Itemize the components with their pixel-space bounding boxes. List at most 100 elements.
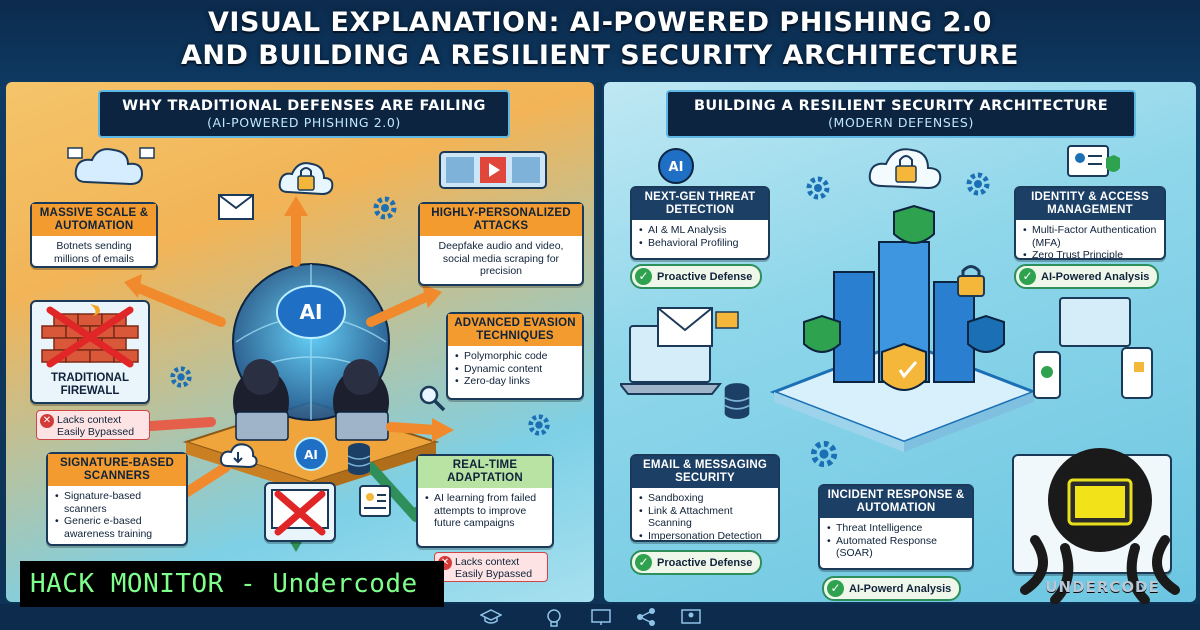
- arrow-right-up-head: [422, 284, 442, 308]
- email-envelope-icon: [218, 194, 254, 220]
- badge-label: AI-Powered Analysis: [1041, 270, 1150, 283]
- list-item: Dynamic content: [455, 363, 575, 376]
- list-item: Multi-Factor Authentication (MFA): [1023, 224, 1157, 249]
- undercode-octopus-logo: [1020, 448, 1180, 605]
- broken-firewall-icon: [41, 304, 139, 368]
- threat-detection-badge: ✓ Proactive Defense: [630, 264, 763, 289]
- gear-icon: [966, 172, 990, 196]
- shield-icon: [893, 204, 935, 244]
- database-icon: [724, 383, 750, 419]
- user-shield-icon: [1067, 145, 1120, 177]
- advanced-evasion-title: ADVANCED EVASION TECHNIQUES: [448, 314, 582, 346]
- main-title: VISUAL EXPLANATION: AI-POWERED PHISHING …: [0, 6, 1200, 72]
- signature-scanners-card: SIGNATURE-BASED SCANNERS Signature-based…: [46, 452, 188, 546]
- hacker-figure-left: [233, 359, 289, 441]
- left-panel-heading: WHY TRADITIONAL DEFENSES ARE FAILING (AI…: [98, 90, 510, 138]
- firewall-warning: ✕ Lacks context Easily Bypassed: [36, 410, 150, 440]
- list-item: Sandboxing: [639, 492, 771, 505]
- ai-chip-label: AI: [669, 160, 684, 175]
- realtime-adaptation-title: REAL-TIME ADAPTATION: [418, 456, 552, 488]
- check-icon: ✓: [827, 580, 844, 597]
- blocked-screen-icon: [271, 489, 329, 536]
- video-call-icon: [439, 151, 547, 189]
- incident-response-badge: ✓ AI-Powerd Analysis: [822, 576, 962, 601]
- ai-chip-label: AI: [304, 448, 318, 462]
- main-title-line-2: AND BUILDING A RESILIENT SECURITY ARCHIT…: [180, 40, 1020, 71]
- email-security-badge: ✓ Proactive Defense: [630, 550, 763, 575]
- warning-line: Easily Bypassed: [57, 426, 135, 438]
- gear-icon: [170, 366, 192, 388]
- list-item: Zero-day links: [455, 375, 575, 388]
- hacker-figure-right: [333, 359, 389, 441]
- network-icon: [637, 608, 655, 626]
- left-panel: WHY TRADITIONAL DEFENSES ARE FAILING (AI…: [6, 82, 594, 602]
- realtime-adaptation-list: AI learning from failed attempts to impr…: [425, 492, 545, 530]
- warning-line: Easily Bypassed: [455, 568, 533, 580]
- email-security-title: EMAIL & MESSAGING SECURITY: [632, 456, 778, 488]
- id-card-icon: [359, 485, 391, 517]
- list-item: Impersonation Detection: [639, 530, 771, 543]
- threat-detection-card: NEXT-GEN THREAT DETECTION AI & ML Analys…: [630, 186, 770, 260]
- email-security-list: Sandboxing Link & Attachment Scanning Im…: [639, 492, 771, 542]
- warning-line: Lacks context: [455, 556, 520, 568]
- personalized-attacks-card: HIGHLY-PERSONALIZED ATTACKS Deepfake aud…: [418, 202, 584, 286]
- lightbulb-icon: [547, 609, 561, 627]
- check-icon: ✓: [635, 268, 652, 285]
- identity-access-list: Multi-Factor Authentication (MFA) Zero T…: [1023, 224, 1157, 262]
- massive-scale-body: Botnets sending millions of emails: [54, 240, 134, 265]
- list-item: Link & Attachment Scanning: [639, 505, 771, 530]
- badge-label: Proactive Defense: [657, 270, 753, 283]
- warning-line: Lacks context: [57, 414, 122, 426]
- graduation-cap-icon: [480, 609, 502, 624]
- lock-cloud-icon: [868, 148, 942, 190]
- identity-access-card: IDENTITY & ACCESS MANAGEMENT Multi-Facto…: [1014, 186, 1166, 262]
- signature-scanners-title: SIGNATURE-BASED SCANNERS: [48, 454, 186, 486]
- list-item: Signature-based scanners: [55, 490, 179, 515]
- list-item: Generic e-based awareness training: [55, 515, 179, 540]
- signature-scanners-list: Signature-based scanners Generic e-based…: [55, 490, 179, 540]
- list-item: Threat Intelligence: [827, 522, 965, 535]
- arrow-up-head: [284, 196, 308, 216]
- list-item: Polymorphic code: [455, 350, 575, 363]
- ai-chip-icon: AI: [658, 148, 694, 184]
- email-security-card: EMAIL & MESSAGING SECURITY Sandboxing Li…: [630, 454, 780, 542]
- ai-brain-label: AI: [300, 300, 323, 324]
- laptop-email-icon: [620, 307, 739, 395]
- magnifier-icon: [419, 385, 446, 412]
- gear-icon: [528, 414, 550, 436]
- secure-server-platform: [769, 204, 1039, 452]
- advanced-evasion-card: ADVANCED EVASION TECHNIQUES Polymorphic …: [446, 312, 584, 400]
- list-item: Zero Trust Principle: [1023, 249, 1157, 262]
- shield-icon: [881, 342, 927, 391]
- panel-divider: [596, 82, 602, 602]
- left-heading-text: WHY TRADITIONAL DEFENSES ARE FAILING: [122, 98, 486, 114]
- undercode-logo-text: UNDERCODE: [1045, 578, 1160, 596]
- right-panel-heading: BUILDING A RESILIENT SECURITY ARCHITECTU…: [666, 90, 1136, 138]
- realtime-adaptation-card: REAL-TIME ADAPTATION AI learning from fa…: [416, 454, 554, 548]
- personalized-attacks-body: Deepfake audio and video, social media s…: [438, 240, 564, 277]
- right-subheading-text: (MODERN DEFENSES): [828, 115, 974, 130]
- list-item: Automated Response (SOAR): [827, 535, 965, 560]
- download-cloud-icon: [219, 443, 258, 469]
- ai-brain-icon: [276, 285, 346, 339]
- arrow-right-head: [432, 418, 454, 442]
- massive-scale-title: MASSIVE SCALE & AUTOMATION: [32, 204, 156, 236]
- traditional-firewall-title: TRADITIONAL FIREWALL: [51, 372, 129, 397]
- check-icon: ✓: [635, 554, 652, 571]
- lock-cloud-icon: [278, 162, 334, 196]
- database-icon: [347, 443, 371, 475]
- identity-access-title: IDENTITY & ACCESS MANAGEMENT: [1016, 188, 1164, 220]
- badge-label: AI-Powerd Analysis: [849, 582, 952, 595]
- incident-response-card: INCIDENT RESPONSE & AUTOMATION Threat In…: [818, 484, 974, 570]
- list-item: Behavioral Profiling: [639, 237, 761, 250]
- gear-icon: [810, 440, 838, 468]
- shield-icon: [803, 314, 841, 353]
- bottom-icon-bar: [0, 604, 1200, 630]
- left-subheading-text: (AI-POWERED PHISHING 2.0): [207, 115, 401, 130]
- threat-detection-title: NEXT-GEN THREAT DETECTION: [632, 188, 768, 220]
- blocked-computer-card: [264, 482, 336, 542]
- massive-scale-card: MASSIVE SCALE & AUTOMATION Botnets sendi…: [30, 202, 158, 268]
- main-title-line-1: VISUAL EXPLANATION: AI-POWERED PHISHING …: [208, 7, 992, 38]
- check-icon: ✓: [1019, 268, 1036, 285]
